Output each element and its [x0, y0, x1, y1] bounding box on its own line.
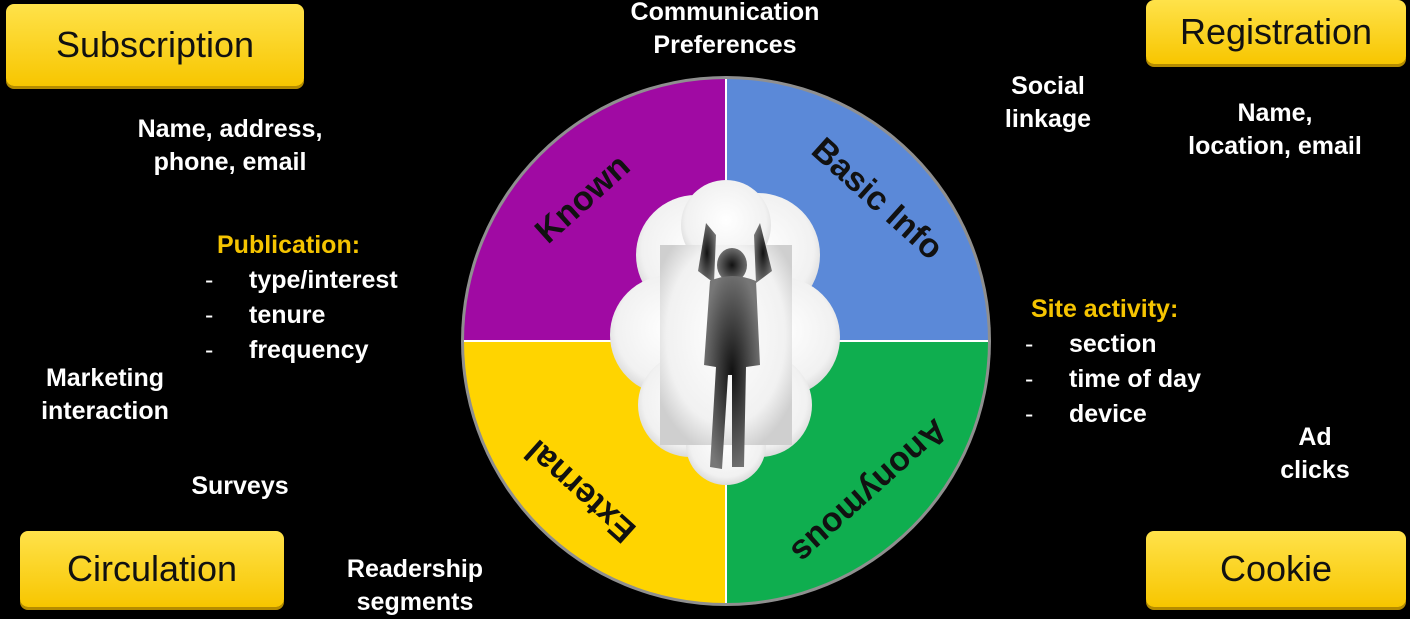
- marketing-interaction-label: Marketing interaction: [41, 364, 169, 425]
- person-silhouette-icon: [698, 223, 772, 469]
- site-activity-title: Site activity:: [1031, 295, 1179, 323]
- cookie-button[interactable]: Cookie: [1146, 531, 1406, 607]
- ad-clicks-label: Ad clicks: [1280, 423, 1350, 484]
- circulation-label: Circulation: [66, 548, 238, 589]
- circulation-button[interactable]: Circulation: [20, 531, 284, 607]
- data-wheel: Known Basic Info Anonymous External: [461, 76, 991, 606]
- list-item: -time of day: [1025, 365, 1201, 393]
- subscription-label: Subscription: [55, 24, 255, 65]
- publication-title: Publication:: [217, 231, 361, 259]
- surveys-label: Surveys: [191, 472, 289, 500]
- list-item: -section: [1025, 330, 1157, 358]
- name-address-label: Name, address, phone, email: [137, 115, 323, 176]
- list-item: -type/interest: [205, 266, 398, 294]
- subscription-button[interactable]: Subscription: [6, 4, 304, 86]
- social-linkage-label: Social linkage: [1004, 72, 1092, 133]
- registration-label: Registration: [1179, 11, 1373, 52]
- publication-list: Publication: -type/interest -tenure -fre…: [205, 228, 398, 368]
- communication-preferences-label: Communication Preferences: [630, 0, 820, 59]
- list-item: -frequency: [205, 336, 369, 364]
- name-location-label: Name, location, email: [1188, 99, 1362, 160]
- list-item: -tenure: [205, 301, 326, 329]
- site-activity-list: Site activity: -section -time of day -de…: [1025, 292, 1201, 432]
- registration-button[interactable]: Registration: [1146, 0, 1406, 64]
- cookie-label: Cookie: [1219, 548, 1333, 589]
- readership-segments-label: Readership segments: [346, 555, 484, 616]
- list-item: -device: [1025, 400, 1147, 428]
